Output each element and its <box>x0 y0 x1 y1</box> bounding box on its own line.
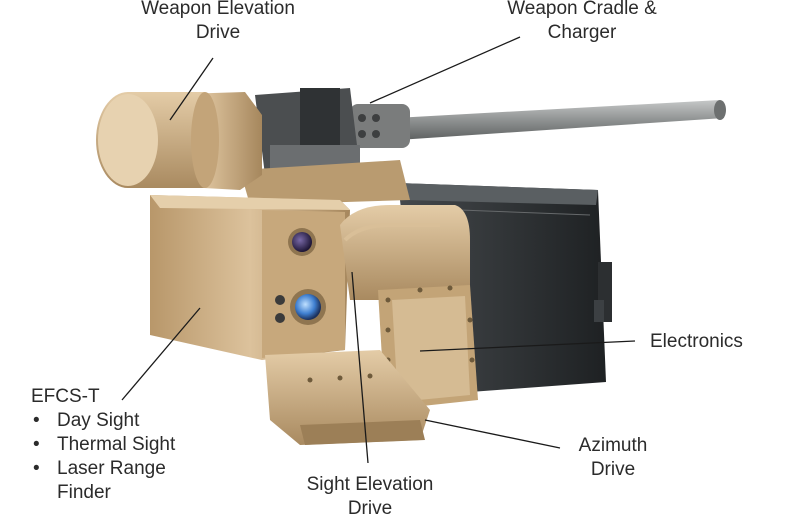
efcs-title: EFCS-T <box>31 386 100 407</box>
azimuth-drive-base <box>265 350 430 445</box>
efcs-item-label: Thermal Sight <box>57 434 176 455</box>
label-azimuth-line2: Drive <box>590 459 636 480</box>
efcs-item-day-sight: •Day Sight <box>33 410 140 431</box>
efcs-item-label: Laser Range <box>57 458 166 479</box>
efcs-item-thermal-sight: •Thermal Sight <box>33 434 176 455</box>
leader-azimuth <box>424 419 561 449</box>
label-weapon-cradle-line1: Weapon Cradle & <box>507 0 657 19</box>
gun-barrel <box>350 100 726 148</box>
leader-weapon-elevation <box>169 57 214 121</box>
label-sight-elevation-drive: Sight Elevation Drive <box>290 473 450 521</box>
weapon-elevation-drive <box>96 92 262 190</box>
efcs-item-finder: Finder <box>31 481 175 505</box>
efcs-item-laser-range: •Laser Range <box>33 458 166 479</box>
label-azimuth-line1: Azimuth <box>578 435 648 456</box>
efcs-housing <box>150 195 350 360</box>
label-weapon-cradle-line2: Charger <box>547 22 617 43</box>
efcs-item-label: Finder <box>57 482 111 503</box>
efcs-item-label: Day Sight <box>57 410 140 431</box>
label-weapon-elevation-line2: Drive <box>195 22 241 43</box>
label-sight-elevation-line2: Drive <box>347 498 393 519</box>
leader-lines <box>121 36 636 464</box>
leader-sight-elevation <box>351 271 369 464</box>
leader-electronics <box>419 340 636 352</box>
leader-weapon-cradle <box>369 36 521 104</box>
weapon-cradle <box>240 88 410 205</box>
label-weapon-elevation-drive: Weapon Elevation Drive <box>120 0 316 45</box>
sight-elevation-drive <box>340 205 470 300</box>
label-weapon-cradle-charger: Weapon Cradle & Charger <box>484 0 680 45</box>
label-electronics: Electronics <box>650 331 743 352</box>
label-efcs-t: EFCS-T •Day Sight •Thermal Sight •Laser … <box>31 385 175 505</box>
label-azimuth-drive: Azimuth Drive <box>555 434 671 482</box>
label-sight-elevation-line1: Sight Elevation <box>306 474 434 495</box>
leader-efcs <box>121 307 201 401</box>
label-weapon-elevation-line1: Weapon Elevation <box>141 0 295 19</box>
